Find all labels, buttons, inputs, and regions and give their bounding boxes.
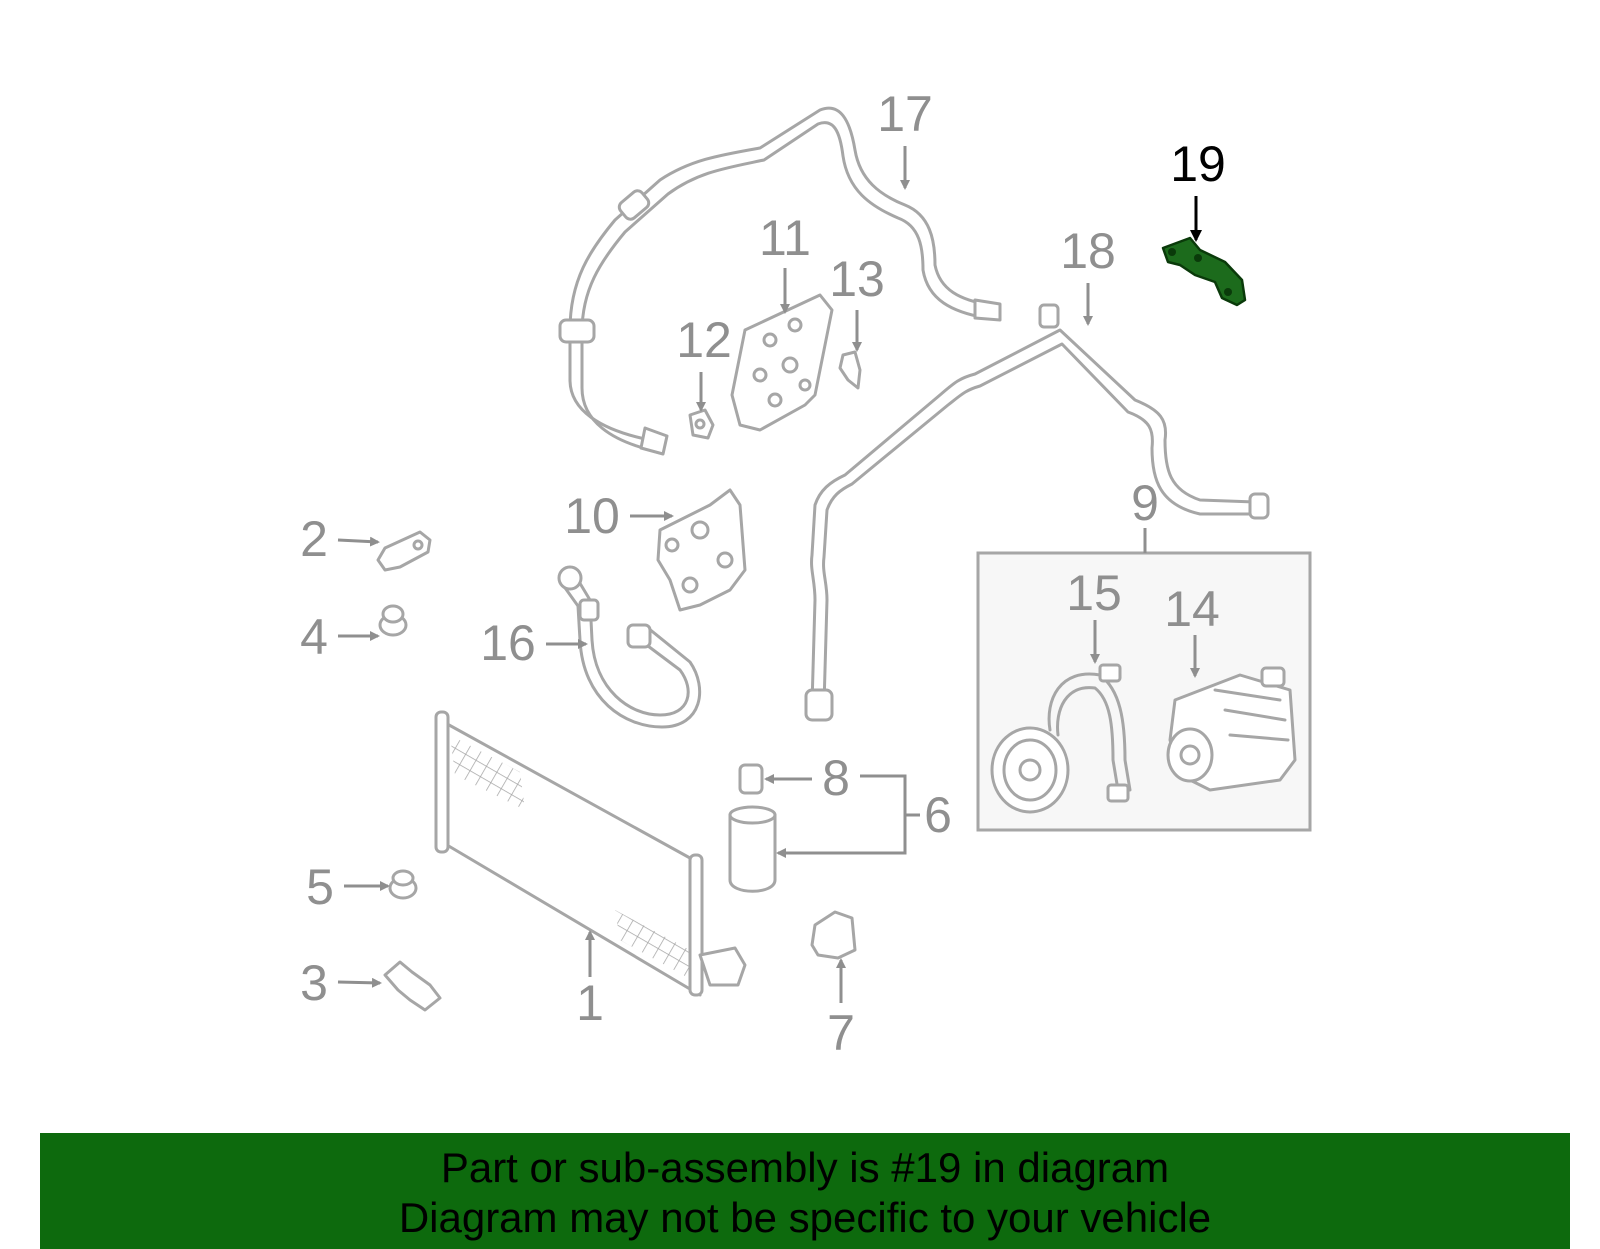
part-19-bracket[interactable] (1161, 236, 1247, 307)
callout-5: 5 (306, 859, 334, 915)
part-10-bracket[interactable] (656, 488, 747, 612)
part-4-grommet[interactable] (378, 604, 408, 637)
part-8-cap[interactable] (738, 763, 764, 795)
banner-line-disclaimer: Diagram may not be specific to your vehi… (398, 1194, 1212, 1241)
callout-13: 13 (829, 251, 885, 307)
part-16-hose[interactable] (557, 565, 702, 729)
part-5-grommet[interactable] (388, 869, 418, 900)
callout-15: 15 (1066, 565, 1122, 621)
part-18-pipe[interactable] (804, 303, 1270, 722)
callout-4: 4 (300, 609, 328, 665)
part-11-bracket[interactable] (730, 293, 834, 432)
callout-10: 10 (564, 488, 620, 544)
part-3-bracket[interactable] (383, 960, 442, 1012)
callout-14: 14 (1164, 581, 1220, 637)
callout-2: 2 (300, 511, 328, 567)
callout-8: 8 (822, 750, 850, 806)
callout-7: 7 (827, 1005, 855, 1061)
part-12-gasket[interactable] (688, 408, 715, 440)
leader-2 (337, 536, 380, 547)
part-2-bracket[interactable] (376, 530, 432, 572)
part-15-clutch[interactable] (990, 663, 1132, 814)
part-13-clip[interactable] (838, 350, 862, 390)
part-7-clamp[interactable] (810, 910, 857, 960)
callout-19: 19 (1170, 136, 1226, 192)
callout-6: 6 (924, 787, 952, 843)
callout-3: 3 (300, 955, 328, 1011)
callout-18: 18 (1060, 223, 1116, 279)
callout-11: 11 (759, 210, 811, 266)
info-banner: Part or sub-assembly is #19 in diagram D… (40, 1133, 1570, 1249)
part-14-compressor[interactable] (1166, 666, 1297, 792)
part-17-hose[interactable] (558, 106, 1002, 456)
callout-16: 16 (480, 615, 536, 671)
leader-3 (337, 977, 382, 988)
callout-12: 12 (676, 312, 732, 368)
callout-1: 1 (576, 975, 604, 1031)
part-6-receiver-drier[interactable] (728, 805, 777, 893)
banner-line-part: Part or sub-assembly is #19 in diagram (440, 1144, 1170, 1191)
part-1-condenser[interactable] (434, 710, 747, 997)
callout-9: 9 (1131, 475, 1159, 531)
leader-6-bracket (860, 774, 907, 855)
callout-17: 17 (877, 86, 933, 142)
